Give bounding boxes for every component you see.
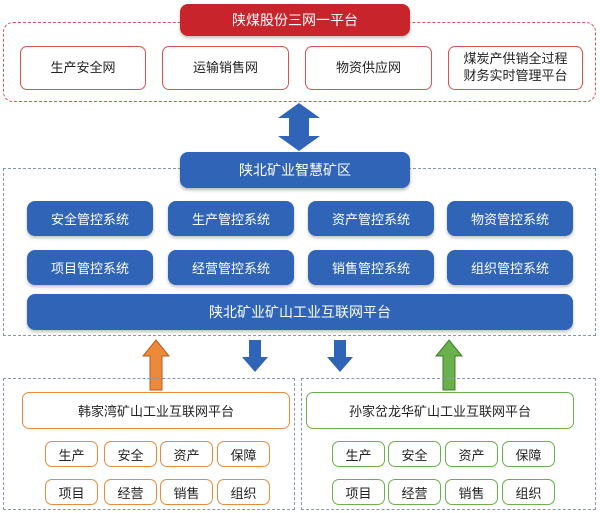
hanjiawan-chip-support: 保障: [217, 441, 270, 467]
bidirectional-arrow-icon: [278, 103, 320, 151]
sunjiacha-chip-production: 生产: [332, 441, 385, 467]
top-title: 陕煤股份三网一平台: [180, 4, 410, 36]
sunjiacha-chip-operations: 经营: [388, 479, 441, 505]
northern-shaanxi-platform: 陕北矿业矿山工业互联网平台: [27, 294, 573, 330]
hanjiawan-chip-safety: 安全: [104, 441, 157, 467]
system-assets: 资产管控系统: [308, 201, 434, 236]
system-sales: 销售管控系统: [308, 250, 434, 285]
up-arrow-green-icon: [435, 339, 463, 391]
hanjiawan-chip-organization: 组织: [217, 479, 270, 505]
system-materials: 物资管控系统: [447, 201, 573, 236]
sunjiacha-longhua-platform: 孙家岔龙华矿山工业互联网平台: [306, 392, 574, 429]
hanjiawan-chip-operations: 经营: [104, 479, 157, 505]
hanjiawan-chip-production: 生产: [45, 441, 98, 467]
system-organization: 组织管控系统: [447, 250, 573, 285]
up-arrow-orange-icon: [142, 339, 170, 391]
system-project: 项目管控系统: [27, 250, 153, 285]
network-box-materials-supply: 物资供应网: [305, 46, 432, 90]
sunjiacha-chip-sales: 销售: [445, 479, 498, 505]
hanjiawan-platform: 韩家湾矿山工业互联网平台: [22, 392, 290, 429]
sunjiacha-chip-safety: 安全: [388, 441, 441, 467]
hanjiawan-group: [3, 378, 295, 510]
network-box-production-safety: 生产安全网: [20, 46, 146, 90]
sunjiacha-chip-organization: 组织: [502, 479, 555, 505]
hanjiawan-chip-project: 项目: [45, 479, 98, 505]
network-box-transport-sales: 运输销售网: [162, 46, 289, 90]
system-operations: 经营管控系统: [168, 250, 294, 285]
smart-mine-title: 陕北矿业智慧矿区: [180, 152, 410, 188]
finance-platform-line1: 煤炭产供销全过程: [463, 52, 568, 67]
sunjiacha-group: [301, 378, 596, 510]
sunjiacha-chip-project: 项目: [332, 479, 385, 505]
finance-platform-line2: 财务实时管理平台: [463, 69, 568, 84]
hanjiawan-chip-sales: 销售: [160, 479, 213, 505]
system-production: 生产管控系统: [168, 201, 294, 236]
network-box-finance-platform: 煤炭产供销全过程 财务实时管理平台: [448, 46, 583, 90]
system-safety: 安全管控系统: [27, 201, 153, 236]
down-arrow-blue-left-icon: [242, 340, 268, 372]
sunjiacha-chip-support: 保障: [502, 441, 555, 467]
down-arrow-blue-right-icon: [327, 340, 353, 372]
hanjiawan-chip-assets: 资产: [160, 441, 213, 467]
sunjiacha-chip-assets: 资产: [445, 441, 498, 467]
